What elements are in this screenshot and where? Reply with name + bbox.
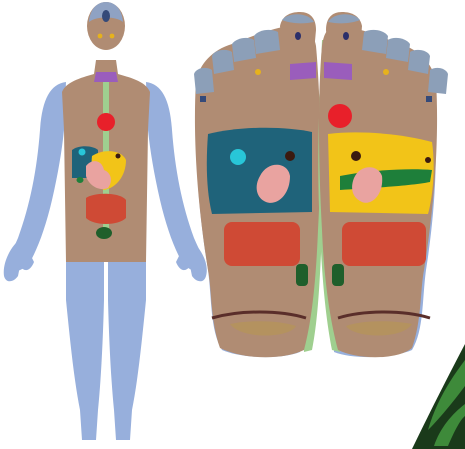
right-spot-dark-a — [351, 151, 361, 161]
left-foot-sole — [194, 12, 324, 357]
left-bladder — [296, 264, 308, 286]
right-heart — [328, 104, 352, 128]
colon-spot — [77, 177, 84, 183]
intestines — [86, 194, 126, 224]
left-leg — [66, 262, 104, 440]
right-pinky-mark — [426, 96, 432, 102]
right-spot-dark-b — [425, 157, 431, 163]
left-sinus-spot — [255, 69, 261, 75]
throat-gland — [94, 72, 118, 82]
left-pinky-mark — [200, 96, 206, 102]
left-throat-band — [290, 62, 316, 80]
spot-cyan-body — [79, 149, 86, 156]
body-silhouette — [4, 2, 207, 440]
left-toe-2 — [254, 30, 280, 54]
right-bladder — [332, 264, 344, 286]
left-intestine — [224, 222, 300, 266]
left-toe-4 — [212, 50, 234, 74]
right-eye — [110, 34, 115, 39]
brain-spot — [102, 10, 110, 22]
right-toe-3 — [386, 38, 410, 62]
heart — [97, 113, 115, 131]
left-big-toe-spot — [295, 32, 301, 40]
right-leg — [108, 262, 146, 440]
spot-dark-body — [116, 154, 121, 159]
left-eye — [98, 34, 103, 39]
right-foot-sole — [318, 12, 448, 357]
right-throat-band — [324, 62, 352, 80]
leaf-backdrop — [412, 344, 465, 449]
left-chest-region — [207, 128, 312, 214]
left-toe-5 — [194, 68, 214, 94]
left-spot-cyan — [230, 149, 246, 165]
right-toe-2 — [362, 30, 388, 54]
leaf-corner — [412, 344, 465, 449]
right-toe-5 — [428, 68, 448, 94]
left-toe-3 — [232, 38, 256, 62]
right-intestine — [342, 222, 426, 266]
right-toe-4 — [408, 50, 430, 74]
right-sinus-spot — [383, 69, 389, 75]
right-big-toe-spot — [343, 32, 349, 40]
bladder — [96, 227, 112, 239]
left-spot-dark — [285, 151, 295, 161]
